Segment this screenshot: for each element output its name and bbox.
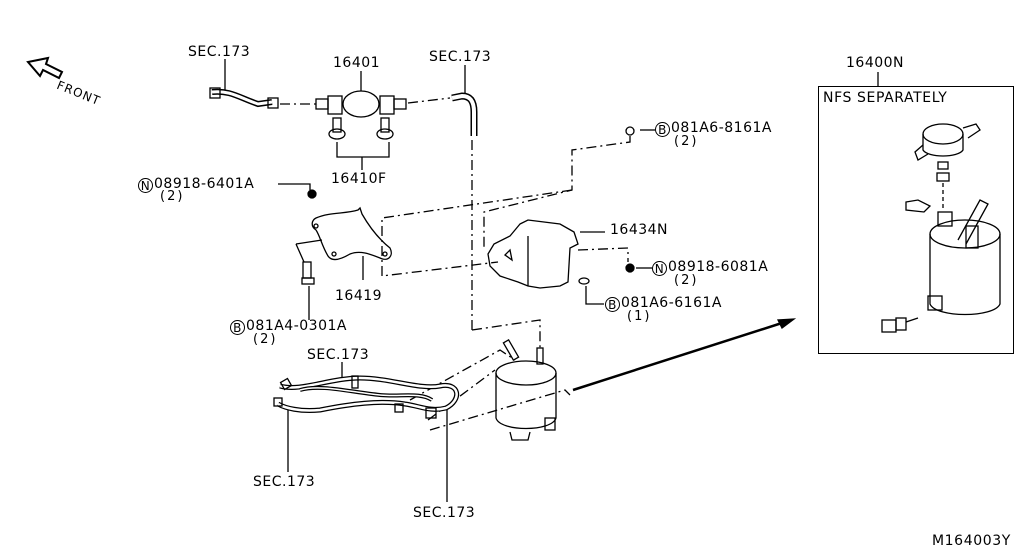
canister [495, 338, 557, 441]
callout-sec173-top-mid[interactable]: SEC.173 [429, 49, 492, 65]
bolt-081A4-0301A [295, 239, 323, 320]
callout-16419[interactable]: 16419 [335, 288, 383, 304]
callout-sec173-mid[interactable]: SEC.173 [307, 347, 370, 363]
fastener-part-number: 08918-6081A [668, 259, 769, 275]
callout-16401[interactable]: 16401 [333, 55, 381, 71]
filter-16401 [315, 71, 407, 118]
fastener-part-number: 081A6-8161A [671, 120, 772, 136]
bracket-16434N [487, 219, 629, 289]
bolt-symbol-icon: B [655, 122, 670, 137]
canister-assembly-16400N [881, 123, 1001, 333]
fastener-qty: (1) [627, 309, 652, 324]
assembly-note: NFS SEPARATELY [823, 90, 948, 106]
bolt-symbol-icon: B [605, 297, 620, 312]
callout-sec173-bottom-left[interactable]: SEC.173 [253, 474, 316, 490]
clips-16410F [328, 117, 394, 170]
nut-symbol-icon: N [652, 261, 667, 276]
pointer-arrow-icon [572, 318, 797, 392]
fastener-qty: (2) [160, 189, 185, 204]
fastener-part-number: 08918-6401A [154, 176, 255, 192]
callout-sec173-bottom-mid[interactable]: SEC.173 [413, 505, 476, 521]
bolt-symbol-icon: B [230, 320, 245, 335]
nut-symbol-icon: N [138, 178, 153, 193]
diagram-code: M164003Y [932, 533, 1011, 549]
callout-16400N[interactable]: 16400N [846, 55, 905, 71]
callout-16434N[interactable]: 16434N [610, 222, 669, 238]
fastener-part-number: 081A4-0301A [246, 318, 347, 334]
fastener-qty: (2) [674, 273, 699, 288]
hose-top-left [209, 59, 279, 109]
fastener-qty: (2) [674, 134, 699, 149]
fastener-qty: (2) [253, 332, 278, 347]
hose-top-mid [451, 65, 478, 136]
front-arrow-icon [26, 56, 64, 80]
callout-sec173-top-left[interactable]: SEC.173 [188, 44, 251, 60]
bracket-16419 [311, 206, 392, 280]
hoses-bottom [273, 362, 459, 502]
callout-16410F[interactable]: 16410F [331, 171, 387, 187]
assembly-box: NFS SEPARATELY [818, 86, 1014, 354]
fastener-part-number: 081A6-6161A [621, 295, 722, 311]
